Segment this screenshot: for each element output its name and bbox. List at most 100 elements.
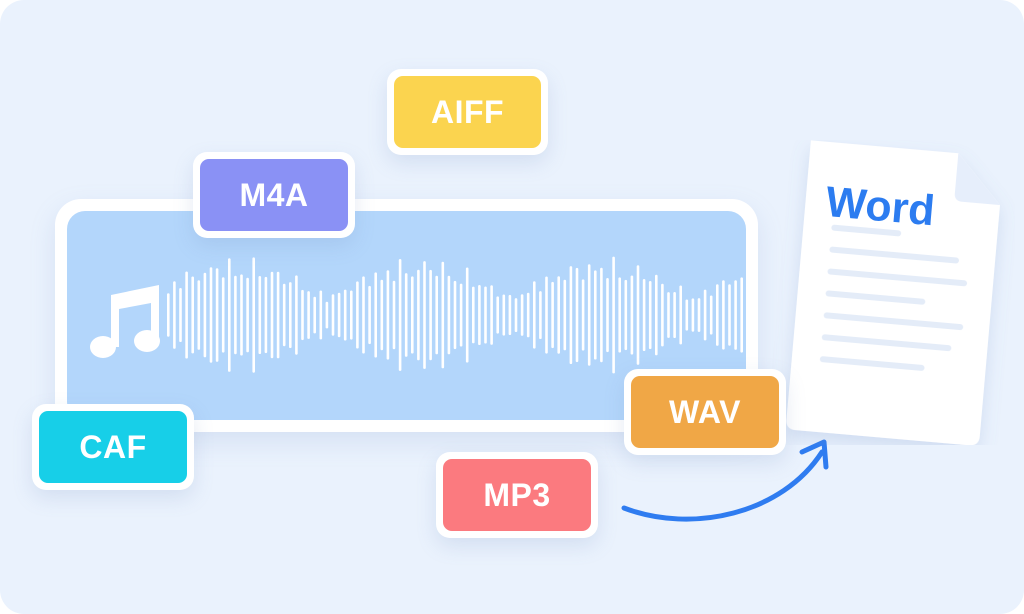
waveform-bar bbox=[600, 267, 603, 363]
format-tag-m4a: M4A bbox=[193, 152, 355, 238]
audio-waveform-card bbox=[55, 199, 758, 432]
waveform-bar bbox=[594, 270, 597, 360]
waveform-bar bbox=[307, 291, 310, 339]
waveform-bar bbox=[636, 265, 640, 365]
waveform-bar bbox=[679, 285, 682, 345]
waveform-bar bbox=[502, 294, 506, 336]
waveform-bar bbox=[667, 292, 670, 338]
waveform-bar bbox=[709, 295, 713, 335]
waveform-bar bbox=[264, 276, 268, 354]
waveform-bar bbox=[563, 279, 567, 351]
waveform-bar bbox=[234, 275, 237, 355]
waveform-bar bbox=[508, 294, 512, 335]
waveform-bar bbox=[673, 292, 676, 338]
waveform-bar bbox=[282, 283, 286, 347]
waveform-bar bbox=[478, 285, 481, 345]
waveform-bar bbox=[374, 272, 377, 358]
waveform-bar bbox=[179, 288, 182, 342]
waveform-bar bbox=[258, 276, 262, 354]
waveform-bar bbox=[392, 280, 396, 350]
waveform-bar bbox=[734, 280, 737, 350]
waveform-bar bbox=[313, 296, 316, 334]
waveform-bar bbox=[740, 277, 743, 353]
waveform-bar bbox=[167, 293, 170, 337]
waveform-bar bbox=[441, 261, 445, 369]
waveform-bar bbox=[301, 289, 304, 341]
waveform-bar bbox=[569, 266, 573, 364]
format-tag-wav: WAV bbox=[624, 369, 786, 455]
waveform-bar bbox=[350, 290, 353, 340]
waveform-bar bbox=[203, 272, 207, 358]
waveform-bar bbox=[447, 275, 451, 355]
waveform-bar bbox=[575, 267, 579, 363]
waveform-bar bbox=[728, 284, 731, 346]
format-tag-aiff: AIFF bbox=[387, 69, 548, 155]
waveform-bar bbox=[246, 277, 249, 353]
format-label-wav: WAV bbox=[631, 376, 779, 448]
waveform-bar bbox=[289, 282, 292, 348]
waveform-bar bbox=[337, 292, 341, 338]
waveform-bar bbox=[331, 294, 335, 336]
waveform-bar bbox=[533, 281, 536, 349]
waveform-bar bbox=[642, 279, 646, 351]
waveform-bar bbox=[545, 276, 548, 354]
waveform-bar bbox=[404, 273, 408, 357]
waveform-bar bbox=[557, 276, 560, 354]
waveform-bar bbox=[252, 257, 255, 373]
waveform-bar bbox=[691, 298, 695, 332]
format-label-m4a: M4A bbox=[200, 159, 348, 231]
waveform-bar bbox=[606, 278, 609, 353]
waveform-bar bbox=[612, 256, 615, 374]
waveform-bar bbox=[221, 277, 225, 353]
waveform-bar bbox=[722, 280, 725, 350]
waveform-bar bbox=[368, 285, 371, 345]
format-label-aiff: AIFF bbox=[394, 76, 541, 148]
waveform-bar bbox=[185, 271, 188, 359]
waveform-bar bbox=[411, 276, 414, 354]
waveform-bar bbox=[197, 280, 201, 350]
waveform-bar bbox=[520, 294, 524, 336]
waveform-bar bbox=[648, 281, 652, 349]
waveform-bar bbox=[472, 286, 475, 344]
waveform-bar bbox=[587, 264, 591, 366]
waveform-bar bbox=[661, 283, 664, 347]
waveform-bar bbox=[228, 258, 231, 372]
waveform-bar bbox=[270, 271, 274, 359]
waveform-bar bbox=[703, 289, 707, 341]
waveform-bar bbox=[716, 284, 719, 346]
format-label-mp3: MP3 bbox=[443, 459, 591, 531]
waveform-bar bbox=[417, 269, 420, 361]
waveform-bar bbox=[240, 274, 243, 356]
word-label: Word bbox=[823, 178, 937, 236]
waveform-bar bbox=[655, 274, 658, 356]
waveform-bar bbox=[630, 275, 634, 355]
waveform-bar bbox=[209, 267, 213, 363]
format-label-caf: CAF bbox=[39, 411, 187, 483]
waveform-bar bbox=[398, 259, 402, 371]
audio-waveform bbox=[167, 256, 743, 374]
waveform-bar bbox=[343, 289, 347, 341]
waveform-bar bbox=[459, 283, 463, 347]
waveform-bar bbox=[551, 281, 554, 349]
waveform-bar bbox=[423, 261, 426, 369]
music-note-icon bbox=[90, 285, 160, 358]
waveform-bar bbox=[362, 276, 365, 354]
waveform-bar bbox=[435, 275, 438, 355]
waveform-bar bbox=[581, 279, 585, 351]
word-document-icon bbox=[786, 140, 1000, 445]
waveform-bar bbox=[697, 298, 701, 332]
waveform-bar bbox=[618, 277, 621, 353]
format-tag-mp3: MP3 bbox=[436, 452, 598, 538]
waveform-bar bbox=[173, 281, 176, 349]
waveform-bar bbox=[191, 276, 194, 354]
waveform-bar bbox=[685, 299, 689, 331]
waveform-bar bbox=[496, 296, 499, 334]
waveform-bar bbox=[380, 279, 384, 351]
waveform-panel bbox=[67, 211, 746, 420]
waveform-bar bbox=[325, 301, 329, 329]
curved-arrow-icon bbox=[621, 439, 829, 522]
waveform-bar bbox=[526, 292, 530, 338]
waveform-bar bbox=[429, 269, 432, 361]
waveform-bar bbox=[490, 285, 493, 345]
